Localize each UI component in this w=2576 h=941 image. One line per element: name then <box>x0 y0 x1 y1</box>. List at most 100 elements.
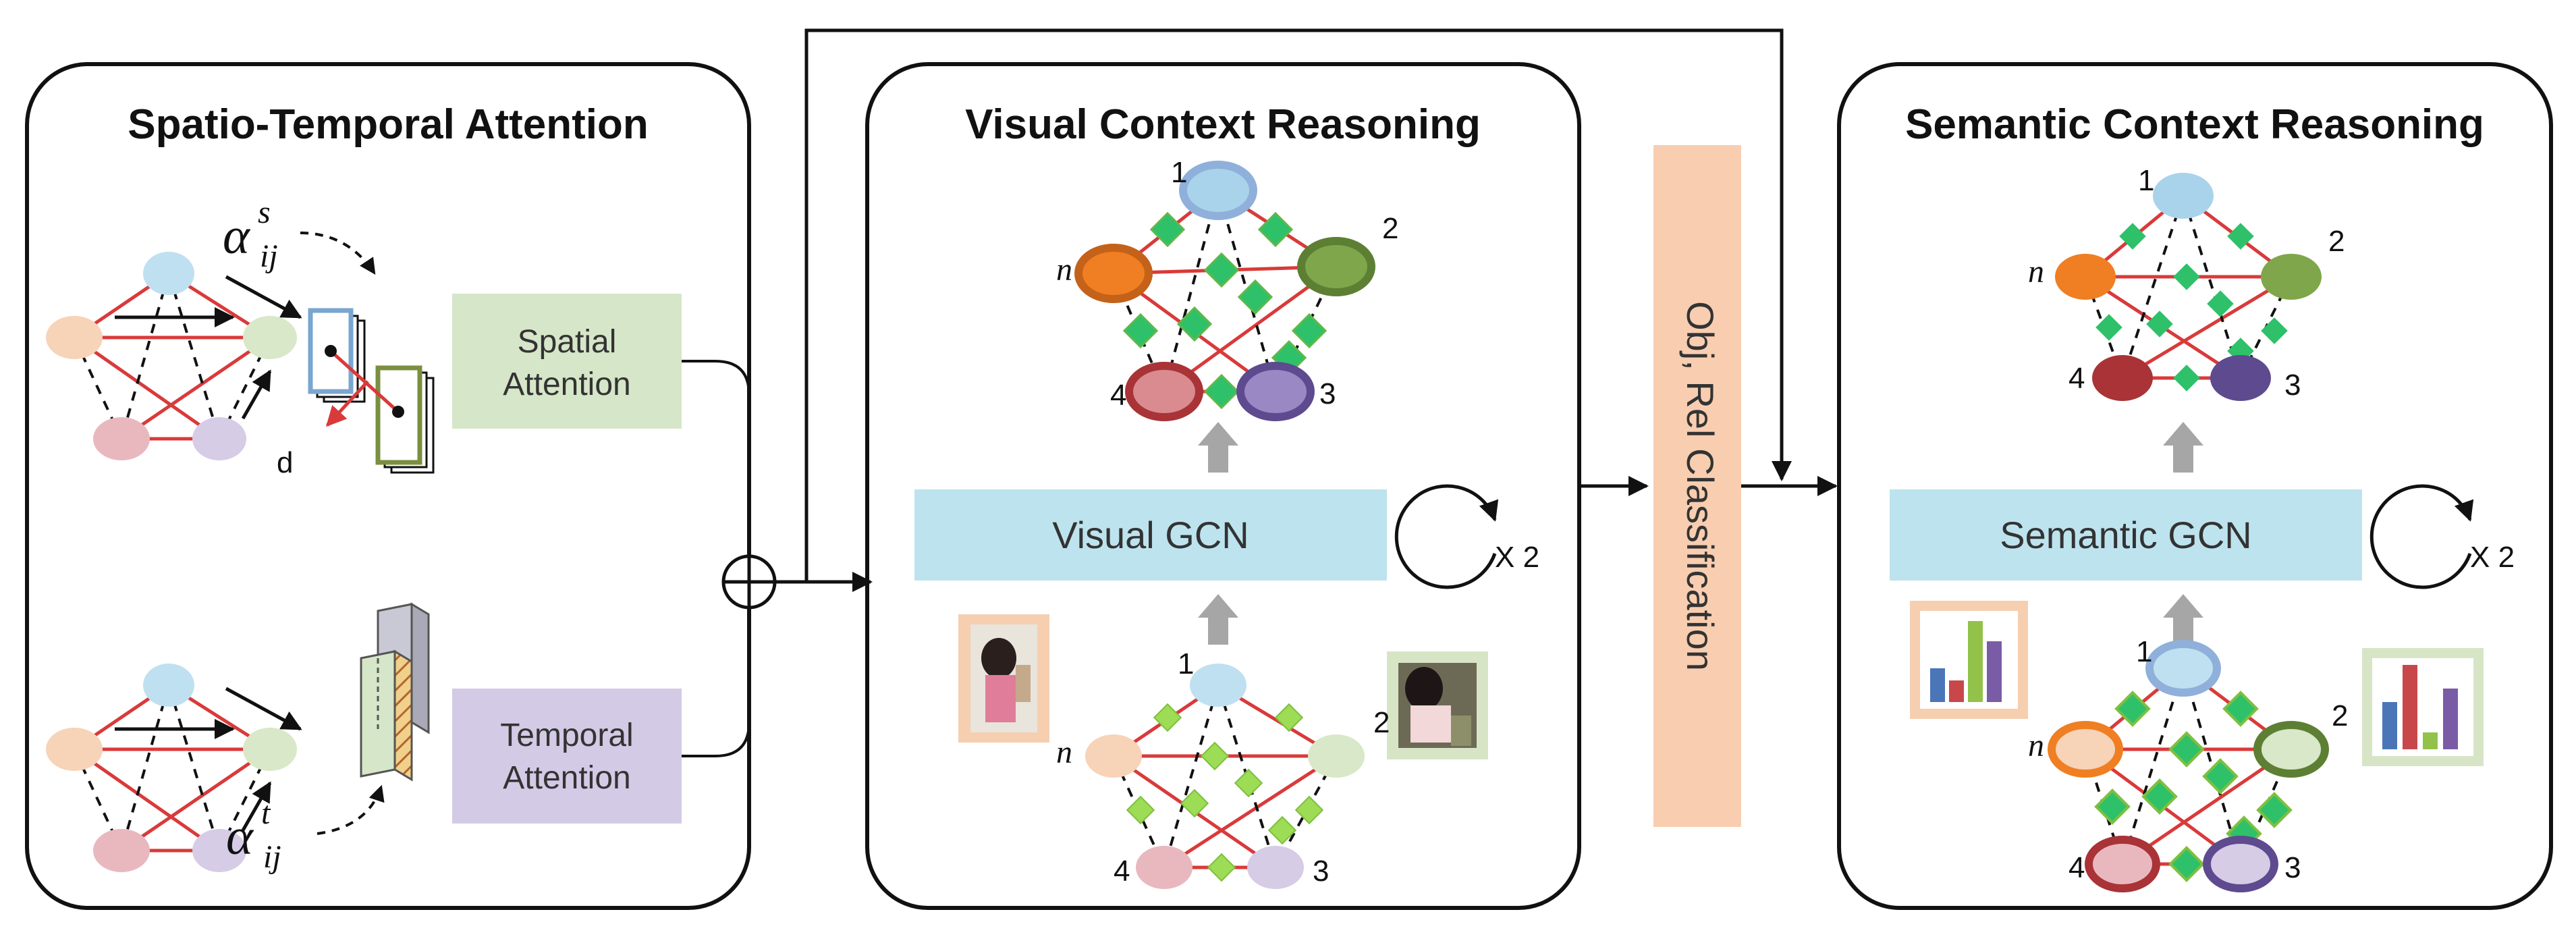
visual-thumbnail-left <box>958 614 1049 743</box>
attention-panel-title: Spatio-Temporal Attention <box>128 101 649 148</box>
visual-thumbnail-right <box>1387 651 1488 759</box>
visual-up-arrow-bottom <box>1198 594 1238 645</box>
node-4 <box>1136 846 1193 889</box>
node-n <box>1074 244 1153 303</box>
label-3: 3 <box>2284 369 2301 402</box>
node-top <box>143 664 194 707</box>
node-n <box>2048 721 2123 778</box>
classifier-box <box>1653 145 1741 827</box>
spatial-to-sum-line <box>682 360 750 554</box>
node-3 <box>1247 846 1304 889</box>
semantic-output-graph: 1 n 2 4 3 <box>2028 164 2345 402</box>
visual-output-graph: 1 n 2 4 3 <box>1056 156 1398 421</box>
sum-operator-icon <box>721 554 777 610</box>
label-2: 2 <box>1373 706 1390 739</box>
visual-input-graph: 1 n 2 4 3 <box>1056 647 1390 889</box>
svg-text:ij: ij <box>263 839 281 875</box>
label-3: 3 <box>1319 377 1336 410</box>
semantic-input-graph: 1 n 2 4 3 <box>2028 635 2348 892</box>
semantic-gcn-label: Semantic GCN <box>2000 514 2251 556</box>
spatial-bounding-boxes <box>308 308 435 474</box>
node-3 <box>2210 355 2271 401</box>
spatial-attention-graph <box>46 252 302 460</box>
classifier-label: Obj, Rel Classification <box>1679 301 1722 671</box>
spatial-attention-box <box>452 294 682 429</box>
svg-text:t: t <box>261 795 271 831</box>
svg-text:α: α <box>223 208 251 265</box>
node-3 <box>1236 362 1315 421</box>
label-4: 4 <box>2068 851 2085 884</box>
node-n <box>1085 734 1142 778</box>
temporal-attention-graph <box>46 664 302 872</box>
semantic-distribution-left-icon <box>1910 601 2028 719</box>
alpha-temporal-arrow <box>317 784 385 835</box>
temporal-feature-stack <box>360 602 430 782</box>
label-2: 2 <box>2328 225 2345 258</box>
semantic-panel <box>1837 62 2553 910</box>
node-right <box>243 728 297 771</box>
label-2: 2 <box>2332 699 2348 732</box>
label-n: n <box>1056 252 1072 288</box>
label-1: 1 <box>1171 156 1187 189</box>
node-1 <box>2153 173 2214 219</box>
label-1: 1 <box>2136 635 2152 668</box>
node-2 <box>2253 721 2329 778</box>
svg-text:s: s <box>258 194 271 230</box>
visual-panel-title: Visual Context Reasoning <box>965 101 1481 148</box>
visual-gcn-box <box>914 489 1387 581</box>
semantic-gcn-box <box>1890 489 2362 581</box>
skip-connection-arrow <box>804 28 1792 582</box>
semantic-up-arrow-bottom <box>2163 594 2203 645</box>
label-3: 3 <box>1313 855 1329 888</box>
alpha-spatial-symbol: α s ij <box>223 194 278 274</box>
label-3: 3 <box>2284 851 2301 884</box>
spatial-attention-label-2: Attention <box>503 367 630 402</box>
visual-loop-icon <box>1394 484 1499 589</box>
temporal-to-sum-line <box>682 611 750 757</box>
label-4: 4 <box>2068 362 2085 395</box>
temporal-attention-label-2: Attention <box>503 760 630 796</box>
node-bottom-right <box>192 417 246 460</box>
label-4: 4 <box>1110 379 1126 412</box>
semantic-panel-title: Semantic Context Reasoning <box>1905 101 2484 148</box>
node-n <box>2055 254 2116 300</box>
node-2 <box>1308 734 1365 778</box>
label-n: n <box>2028 728 2044 763</box>
alpha-temporal-symbol: α t ij <box>226 795 281 875</box>
semantic-loop-icon <box>2369 484 2474 589</box>
node-2 <box>2261 254 2322 300</box>
spatial-attention-label: Spatial <box>518 324 617 360</box>
node-top <box>143 252 194 295</box>
alpha-spatial-arrow <box>300 232 376 275</box>
label-1: 1 <box>2138 164 2154 197</box>
temporal-attention-label: Temporal <box>500 718 633 753</box>
semantic-up-arrow-top <box>2163 422 2203 473</box>
node-2 <box>1297 237 1375 296</box>
semantic-repeat-label: X 2 <box>2470 541 2515 574</box>
visual-gcn-label: Visual GCN <box>1052 514 1249 556</box>
label-1: 1 <box>1178 647 1194 680</box>
node-bottom-left <box>93 829 150 872</box>
node-left <box>46 316 103 359</box>
svg-text:ij: ij <box>260 238 278 274</box>
label-n: n <box>1056 734 1072 770</box>
node-right <box>243 316 297 359</box>
label-2: 2 <box>1382 212 1398 245</box>
semantic-distribution-right-icon <box>2362 648 2484 766</box>
node-1 <box>1190 664 1246 707</box>
node-3 <box>2203 836 2278 892</box>
visual-repeat-label: X 2 <box>1495 541 1539 574</box>
node-4 <box>2085 836 2160 892</box>
label-n: n <box>2028 254 2044 290</box>
svg-text:α: α <box>226 809 254 865</box>
visual-up-arrow-top <box>1198 422 1238 473</box>
node-left <box>46 728 103 771</box>
node-4 <box>1125 362 1203 421</box>
node-bottom-right <box>192 829 246 872</box>
node-bottom-left <box>93 417 150 460</box>
label-4: 4 <box>1114 855 1130 888</box>
node-1 <box>1179 161 1257 220</box>
temporal-attention-box <box>452 689 682 824</box>
node-4 <box>2092 355 2153 401</box>
